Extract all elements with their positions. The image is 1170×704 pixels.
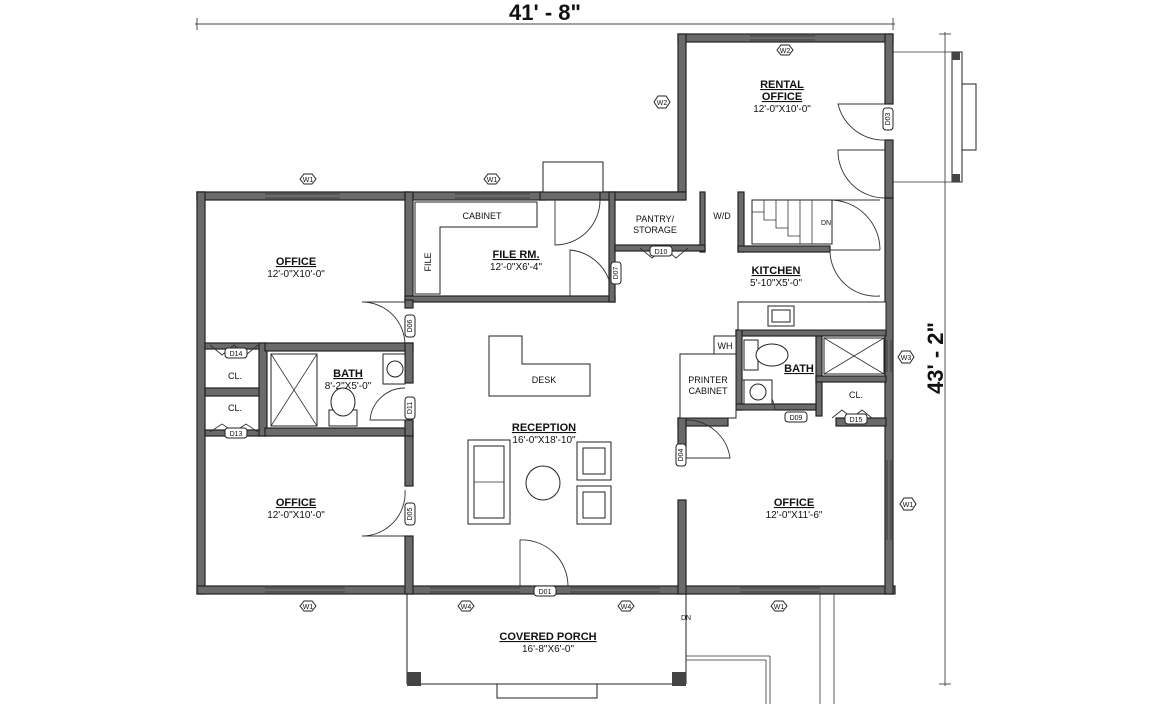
width-dimension: 41' - 8" — [195, 0, 895, 30]
toilet-west — [328, 387, 358, 427]
window-tags: W1 W1 W2 W2 W3 W1 W1 W4 — [299, 44, 917, 612]
rental-office-name-1: RENTAL — [760, 79, 804, 91]
window-tag: W2 — [653, 95, 671, 109]
svg-text:D06: D06 — [407, 319, 414, 332]
stair — [751, 199, 833, 245]
closet-label-2: CL. — [228, 403, 242, 413]
office-nw-name: OFFICE — [276, 256, 316, 268]
svg-text:D05: D05 — [407, 507, 414, 520]
door-tag: D01 — [533, 585, 557, 597]
office-nw-size: 12'-0"X10'-0" — [267, 269, 325, 280]
svg-text:W1: W1 — [774, 604, 785, 611]
porch-name: COVERED PORCH — [499, 631, 596, 643]
covered-porch-structure — [406, 594, 835, 704]
door-tag: D10 — [649, 245, 673, 257]
svg-text:W4: W4 — [461, 604, 472, 611]
door-tag: D09 — [784, 411, 808, 423]
reception-size: 16'-0"X18'-10" — [512, 435, 576, 446]
width-dimension-label: 41' - 8" — [509, 0, 581, 25]
svg-text:D13: D13 — [230, 431, 243, 438]
svg-text:D15: D15 — [850, 417, 863, 424]
fixtures — [270, 161, 885, 525]
kitchen-size: 5'-10"X5'-0" — [750, 278, 803, 289]
bath-west-name: BATH — [333, 368, 363, 380]
office-sw-size: 12'-0"X10'-0" — [267, 510, 325, 521]
svg-text:D09: D09 — [790, 415, 803, 422]
printer-label-2: CABINET — [688, 386, 728, 396]
printer-label-1: PRINTER — [688, 375, 728, 385]
desk-label: DESK — [532, 375, 557, 385]
svg-text:D03: D03 — [885, 112, 892, 125]
svg-text:W3: W3 — [901, 355, 912, 362]
svg-text:D11: D11 — [407, 402, 414, 414]
file-room-name: FILE RM. — [492, 249, 539, 261]
svg-text:D07: D07 — [613, 266, 620, 279]
pantry-label-1: PANTRY/ — [636, 214, 675, 224]
file-room-size: 12'-0"X6'-4" — [490, 262, 543, 273]
reception-desk — [488, 335, 591, 397]
office-se-size: 12'-0"X11'-6" — [766, 510, 823, 521]
svg-text:D10: D10 — [655, 249, 668, 256]
svg-text:W1: W1 — [487, 177, 498, 184]
bath-east-name: BATH — [784, 363, 814, 375]
cabinet-label: CABINET — [462, 211, 502, 221]
svg-text:W1: W1 — [903, 502, 914, 509]
rental-office-size: 12'-0"X10'-0" — [753, 104, 811, 115]
window-tag: W3 — [897, 350, 915, 364]
door-tag: D06 — [404, 314, 416, 338]
rental-office-name-2: OFFICE — [762, 91, 802, 103]
toilet-east — [743, 339, 789, 371]
closet-label-1: CL. — [228, 371, 242, 381]
depth-dimension: 43' - 2" — [923, 32, 951, 686]
sink-east — [743, 379, 773, 405]
pantry-label-2: STORAGE — [633, 225, 677, 235]
windows — [265, 35, 892, 593]
exterior-steps-east — [893, 51, 977, 183]
svg-text:W2: W2 — [780, 48, 791, 55]
kitchen-name: KITCHEN — [752, 265, 801, 277]
window-tag: W1 — [770, 600, 788, 612]
door-tag: D11 — [404, 396, 416, 420]
window-tag: W1 — [899, 497, 917, 511]
svg-text:W4: W4 — [621, 604, 632, 611]
file-label: FILE — [423, 252, 433, 271]
office-se-name: OFFICE — [774, 497, 814, 509]
svg-text:D01: D01 — [539, 589, 552, 596]
door-tag: D05 — [404, 502, 416, 526]
window-tag: W2 — [776, 44, 794, 56]
door-tag: D13 — [224, 427, 248, 439]
door-tag: D07 — [610, 261, 622, 285]
porch-size: 16'-8"X6'-0" — [522, 644, 575, 655]
north-vent — [542, 161, 604, 193]
svg-text:D14: D14 — [230, 351, 243, 358]
wd-label: W/D — [713, 211, 731, 221]
svg-text:W1: W1 — [303, 177, 314, 184]
seating-area — [467, 439, 612, 525]
door-tag: D15 — [844, 413, 868, 425]
bath-west-size: 8'-2"X5'-0" — [325, 381, 372, 392]
window-tag: W1 — [299, 173, 317, 185]
door-tag: D04 — [675, 443, 687, 467]
stair-dn-label: DN — [821, 220, 831, 227]
window-tag: W1 — [299, 600, 317, 612]
door-tag: D03 — [882, 107, 894, 131]
closet-label-3: CL. — [849, 390, 863, 400]
svg-text:W2: W2 — [657, 100, 668, 107]
door-tag: D14 — [224, 347, 248, 359]
reception-name: RECEPTION — [512, 422, 576, 434]
depth-dimension-label: 43' - 2" — [923, 322, 948, 394]
window-tag: W4 — [617, 600, 635, 612]
svg-text:W1: W1 — [303, 604, 314, 611]
window-tag: W4 — [457, 600, 475, 612]
window-tag: W1 — [483, 173, 501, 185]
svg-text:D04: D04 — [678, 448, 685, 461]
wh-label: WH — [718, 341, 733, 351]
porch-dn-label: DN — [681, 615, 691, 622]
sink-west — [382, 353, 406, 385]
kitchen-sink — [767, 305, 795, 327]
office-sw-name: OFFICE — [276, 497, 316, 509]
file-cabinets — [414, 201, 538, 295]
door-tags: D01 D04 D05 D06 D07 D09 D10 D11 — [224, 107, 894, 597]
